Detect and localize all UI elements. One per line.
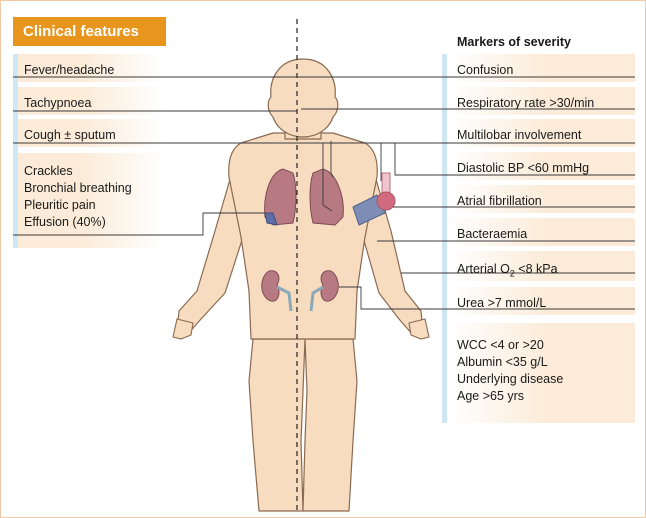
hands (172, 318, 430, 340)
feature-label: Tachypnoea (24, 96, 92, 110)
marker-label: Multilobar involvement (457, 128, 582, 142)
marker-label: Urea >7 mmol/L (457, 296, 547, 310)
arterial-o2-prefix: Arterial O (457, 262, 510, 276)
marker-label: Bacteraemia (457, 227, 528, 241)
clinical-feature-box: Cough ± sputum (13, 119, 165, 144)
marker-label: Respiratory rate >30/min (457, 96, 595, 110)
arterial-o2-subscript: 2 (509, 268, 515, 279)
blood-pressure-cuff (352, 172, 396, 226)
clinical-feature-box: Fever/headache (13, 54, 165, 79)
severity-marker-box: Urea >7 mmol/L (446, 287, 635, 312)
clinical-feature-box: Tachypnoea (13, 87, 165, 112)
feature-label: Crackles (24, 164, 73, 178)
severity-marker-box: Arterial O2 <8 kPa (446, 253, 635, 278)
severity-marker-box: Diastolic BP <60 mmHg (446, 152, 635, 177)
severity-marker-box: WCC <4 or >20 Albumin <35 g/L Underlying… (446, 329, 635, 405)
human-body (176, 58, 424, 512)
feature-label: Bronchial breathing (24, 181, 132, 195)
marker-label: WCC <4 or >20 (457, 338, 544, 352)
arterial-o2-suffix: <8 kPa (514, 262, 558, 276)
clinical-features-title: Clinical features (23, 23, 139, 40)
marker-label: Albumin <35 g/L (457, 355, 548, 369)
marker-label: Diastolic BP <60 mmHg (457, 161, 590, 175)
markers-of-severity-header: Markers of severity (457, 35, 571, 49)
kidneys (261, 270, 339, 312)
leader-lines (13, 76, 635, 310)
severity-marker-box: Bacteraemia (446, 218, 635, 243)
lungs (264, 168, 344, 226)
severity-marker-box: Atrial fibrillation (446, 185, 635, 210)
severity-marker-box: Multilobar involvement (446, 119, 635, 144)
marker-label: Confusion (457, 63, 514, 77)
clinical-features-header: Clinical features (13, 17, 166, 46)
clinical-feature-box: Crackles Bronchial breathing Pleuritic p… (13, 155, 165, 231)
severity-marker-box: Respiratory rate >30/min (446, 87, 635, 112)
feature-label: Fever/headache (24, 63, 115, 77)
clinical-features-panel (13, 54, 165, 248)
marker-label: Underlying disease (457, 372, 564, 386)
feature-label: Cough ± sputum (24, 128, 116, 142)
feature-label: Effusion (40%) (24, 215, 106, 229)
severity-marker-box: Confusion (446, 54, 635, 79)
marker-label: Atrial fibrillation (457, 194, 542, 208)
marker-label-arterial-o2: Arterial O2 <8 kPa (457, 261, 635, 278)
feature-label: Pleuritic pain (24, 198, 96, 212)
marker-label: Age >65 yrs (457, 389, 525, 403)
severity-markers-panel (442, 54, 635, 423)
